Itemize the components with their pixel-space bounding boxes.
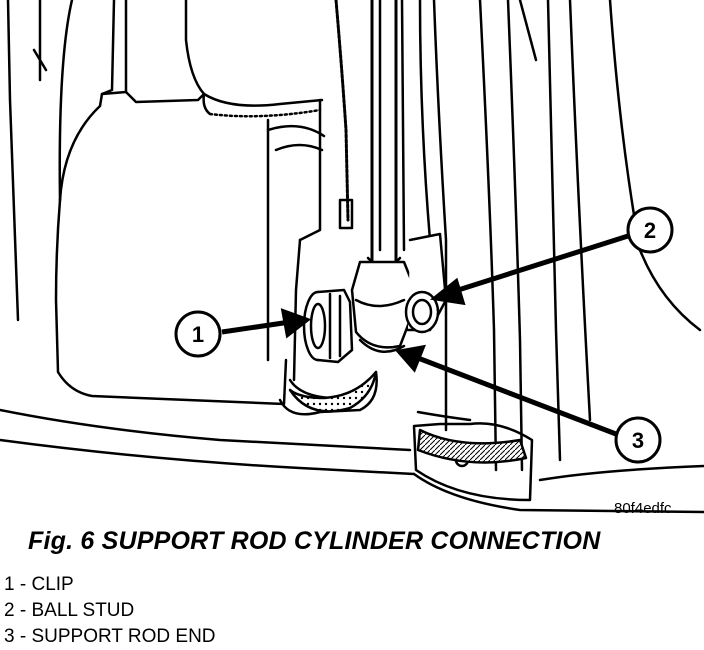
legend-text: BALL STUD [31, 600, 135, 621]
svg-text:3: 3 [632, 428, 644, 453]
legend-text: CLIP [31, 574, 74, 595]
figure-code: 80f4edfc [614, 500, 672, 517]
body-edge-line [6, 0, 20, 322]
svg-text:1: 1 [192, 322, 204, 347]
legend-text: SUPPORT ROD END [31, 626, 216, 647]
parts-legend: 1 - CLIP 2 - BALL STUD 3 - SUPPORT ROD E… [4, 572, 216, 650]
leader-line-1 [221, 319, 291, 335]
callout-2: 2 [626, 206, 674, 254]
support-rod-illustration: 1 2 3 80f4edfc [0, 0, 704, 517]
ball-stud [404, 290, 440, 334]
liftgate-edge [478, 0, 498, 472]
leader-line-3 [417, 355, 617, 437]
lamp-housing [54, 198, 288, 406]
wire-harness [334, 0, 350, 222]
legend-item: 1 - CLIP [4, 574, 74, 595]
legend-num: 2 [4, 600, 15, 621]
callout-3: 3 [614, 416, 662, 464]
legend-item: 3 - SUPPORT ROD END [4, 626, 216, 647]
leader-line-2 [451, 233, 629, 295]
legend-num: 3 [4, 626, 15, 647]
figure-caption: Fig. 6 SUPPORT ROD CYLINDER CONNECTION [28, 527, 601, 555]
legend-num: 1 [4, 574, 15, 595]
callout-1: 1 [174, 310, 222, 358]
legend-item: 2 - BALL STUD [4, 600, 135, 621]
svg-text:2: 2 [644, 218, 656, 243]
hinge-bracket [412, 422, 534, 502]
